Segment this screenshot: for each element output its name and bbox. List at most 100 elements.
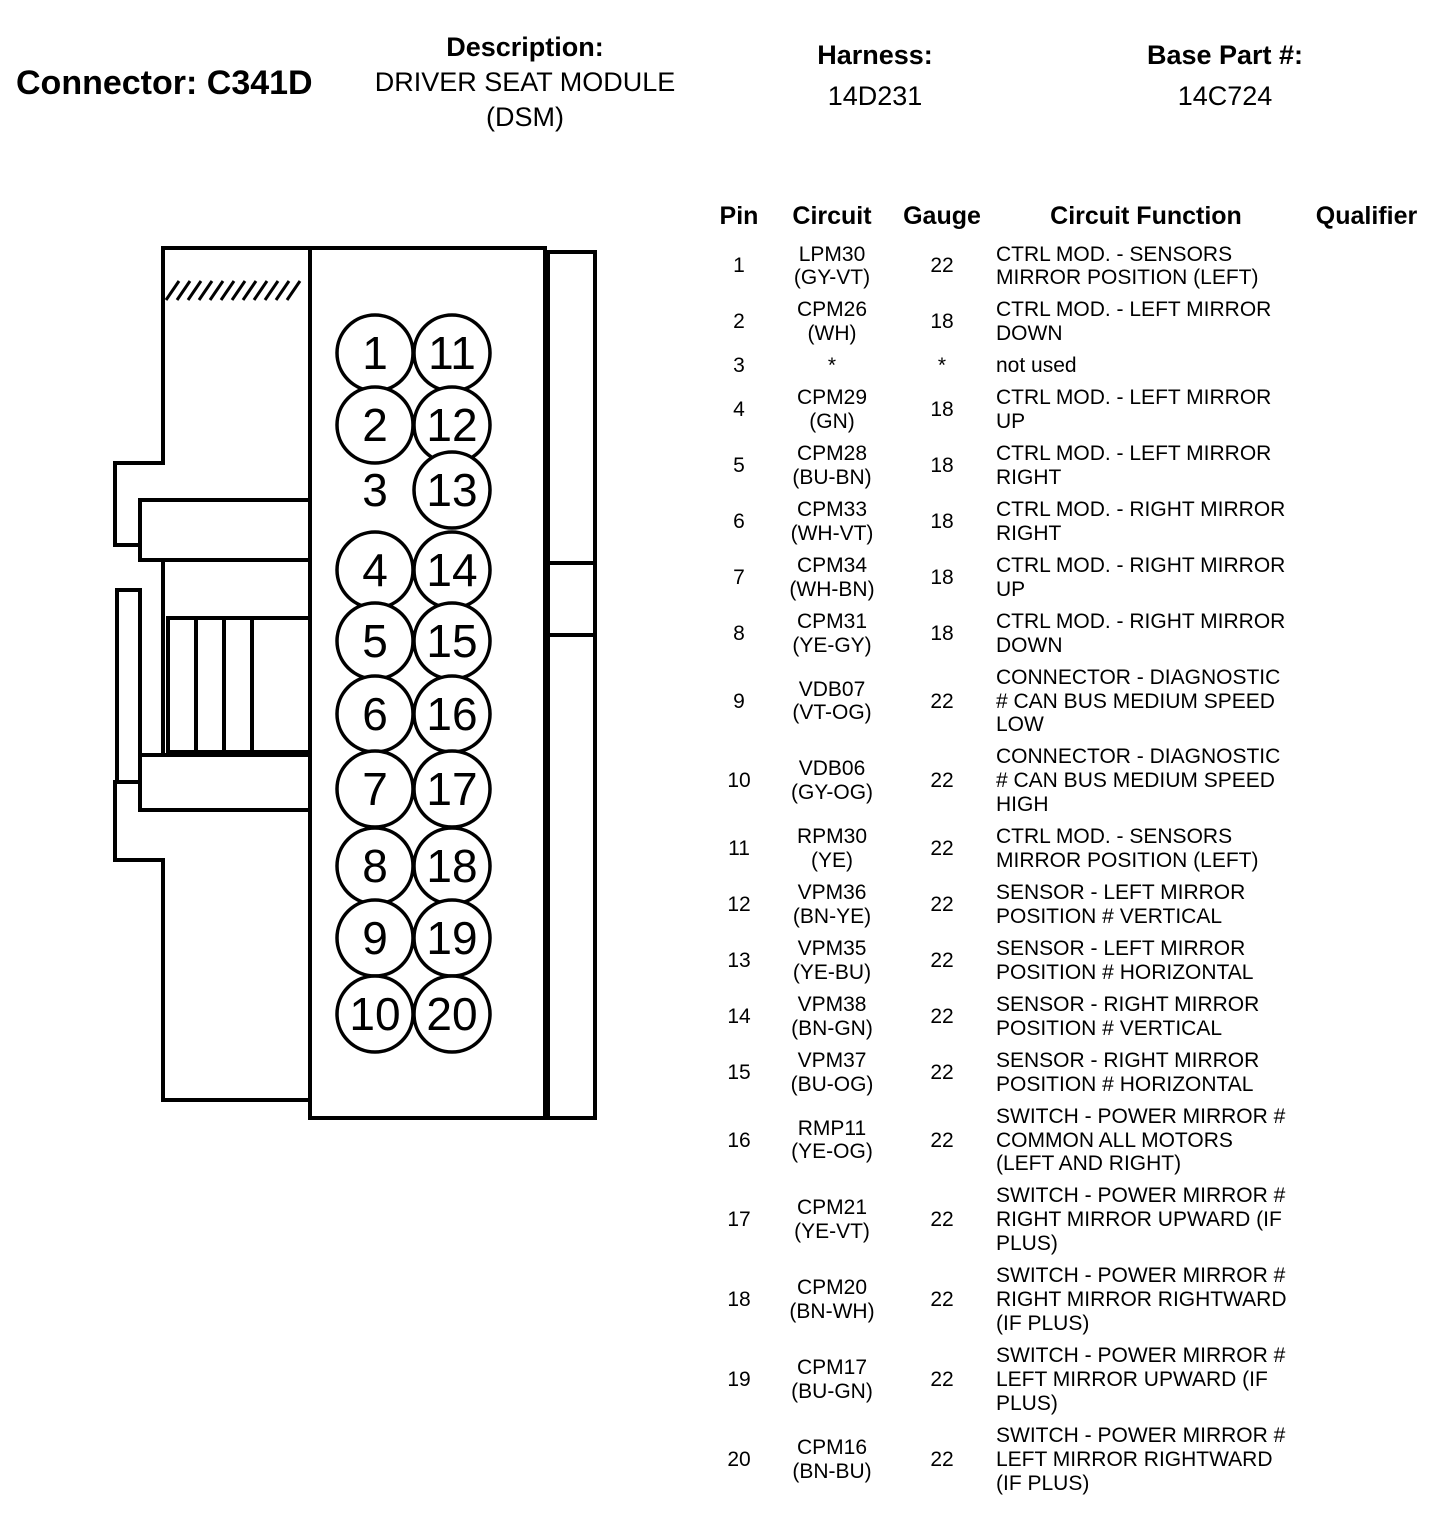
circuit-cell: CPM31(YE-GY)	[776, 610, 888, 658]
pin-number: 5	[362, 615, 388, 667]
circuit-color: (YE-VT)	[794, 1220, 870, 1244]
base-part-label: Base Part #:	[1146, 40, 1304, 70]
circuit-code: CPM17	[796, 1355, 868, 1379]
circuit-code: CPM29	[796, 386, 868, 410]
harness-value: 14D231	[827, 81, 923, 112]
circuit-cell: CPM29(GN)	[776, 386, 888, 434]
base-part-block: Base Part #: 14C724	[1065, 38, 1385, 114]
harness-label: Harness:	[817, 40, 933, 70]
circuit-cell: RPM30(YE)	[776, 825, 888, 873]
pin-cell: 20	[727, 1447, 751, 1471]
circuit-cell: VDB07(VT-OG)	[776, 678, 888, 726]
circuit-code: VPM36	[797, 881, 867, 905]
function-cell: SENSOR - RIGHT MIRROR POSITION # VERTICA…	[996, 992, 1260, 1040]
function-cell: SWITCH - POWER MIRROR # LEFT MIRROR UPWA…	[996, 1344, 1286, 1415]
connector-left-profile	[113, 246, 310, 1102]
connector-title: Connector: C341D	[16, 64, 313, 102]
circuit-code: LPM30	[798, 242, 866, 266]
circuit-code: VDB06	[798, 757, 866, 781]
circuit-cell: *	[776, 354, 888, 378]
pin-number: 18	[426, 840, 477, 892]
function-cell: CONNECTOR - DIAGNOSTIC # CAN BUS MEDIUM …	[996, 745, 1281, 817]
function-cell: CTRL MOD. - SENSORS MIRROR POSITION (LEF…	[996, 825, 1259, 873]
pinout-table: Pin Circuit Gauge Circuit Function Quali…	[710, 198, 1434, 1500]
pin-number: 1	[362, 327, 388, 379]
circuit-color: (BN-YE)	[792, 905, 872, 928]
pin-number: 20	[426, 988, 477, 1040]
circuit-color: (BN-WH)	[789, 1300, 875, 1324]
base-part-value: 14C724	[1177, 81, 1273, 112]
circuit-color: (WH-VT)	[790, 521, 874, 545]
pin-number: 4	[362, 544, 388, 596]
pin-cell: 17	[727, 1208, 751, 1232]
col-header-circuit-function: Circuit Function	[1050, 202, 1242, 230]
pin-cell: 5	[733, 454, 745, 478]
circuit-color: (BU-BN)	[792, 466, 872, 489]
table-header-row: Pin Circuit Gauge Circuit Function Quali…	[710, 198, 1434, 239]
circuit-cell: CPM17(BU-GN)	[776, 1356, 888, 1404]
pin-cell: 19	[727, 1367, 751, 1391]
hatch-marks	[164, 280, 302, 301]
gauge-cell: 22	[930, 1367, 954, 1391]
gauge-cell: 22	[930, 837, 954, 861]
circuit-code: CPM21	[796, 1196, 868, 1220]
table-row: 19 CPM17(BU-GN) 22 SWITCH - POWER MIRROR # …	[710, 1340, 1434, 1420]
circuit-code: CPM26	[796, 298, 868, 322]
circuit-color: (YE-OG)	[791, 1140, 873, 1164]
pin-circle	[412, 450, 492, 530]
circuit-code: VPM38	[797, 992, 867, 1016]
circuit-cell: CPM26(WH)	[776, 298, 888, 346]
gauge-cell: 22	[930, 689, 954, 713]
circuit-color: (VT-OG)	[792, 701, 872, 725]
function-cell: SENSOR - LEFT MIRROR POSITION # VERTICAL	[996, 881, 1246, 928]
circuit-code: CPM20	[796, 1276, 868, 1300]
function-cell: SWITCH - POWER MIRROR # RIGHT MIRROR UPW…	[996, 1184, 1286, 1256]
pin-number: 8	[362, 840, 388, 892]
circuit-color: (YE-BU)	[792, 960, 872, 984]
circuit-color: (GY-VT)	[793, 266, 871, 290]
circuit-color: (BN-BU)	[792, 1459, 872, 1483]
pin-number: 16	[426, 688, 477, 740]
pin-number: 9	[362, 912, 388, 964]
gauge-cell: 18	[930, 509, 954, 533]
pin-number: 17	[426, 763, 477, 815]
gauge-cell: 22	[930, 893, 954, 917]
pin-cell: 8	[733, 621, 745, 645]
description-block: Description: DRIVER SEAT MODULE (DSM)	[355, 30, 695, 135]
circuit-code: RMP11	[797, 1116, 867, 1140]
gauge-cell: 22	[930, 1288, 954, 1312]
lower-shelf	[138, 753, 312, 812]
gauge-cell: 22	[930, 1060, 954, 1084]
pin-number: 19	[426, 912, 477, 964]
pin-cell: 11	[728, 837, 750, 861]
pin-number: 7	[362, 763, 388, 815]
gauge-cell: 18	[930, 310, 954, 334]
pin-cell: 4	[733, 398, 745, 422]
gauge-cell: 22	[930, 1128, 954, 1152]
gauge-cell: *	[937, 354, 947, 378]
circuit-cell: VPM35(YE-BU)	[776, 937, 888, 985]
latch-arm	[115, 588, 142, 784]
function-cell: SWITCH - POWER MIRROR # LEFT MIRROR RIGH…	[996, 1423, 1286, 1495]
circuit-code: VDB07	[798, 677, 866, 701]
function-cell: CTRL MOD. - LEFT MIRROR RIGHT	[996, 442, 1272, 489]
function-cell: SENSOR - RIGHT MIRROR POSITION # HORIZON…	[996, 1048, 1260, 1096]
circuit-cell: LPM30(GY-VT)	[776, 243, 888, 291]
pin-cell: 13	[727, 948, 751, 972]
pin-number: 6	[362, 688, 388, 740]
pin-cell: 10	[727, 769, 751, 793]
circuit-cell: CPM28(BU-BN)	[776, 442, 888, 490]
upper-shelf	[138, 498, 312, 562]
pin-cell: 7	[733, 565, 745, 589]
circuit-cell: VPM36(BN-YE)	[776, 881, 888, 929]
gauge-cell: 22	[930, 948, 954, 972]
